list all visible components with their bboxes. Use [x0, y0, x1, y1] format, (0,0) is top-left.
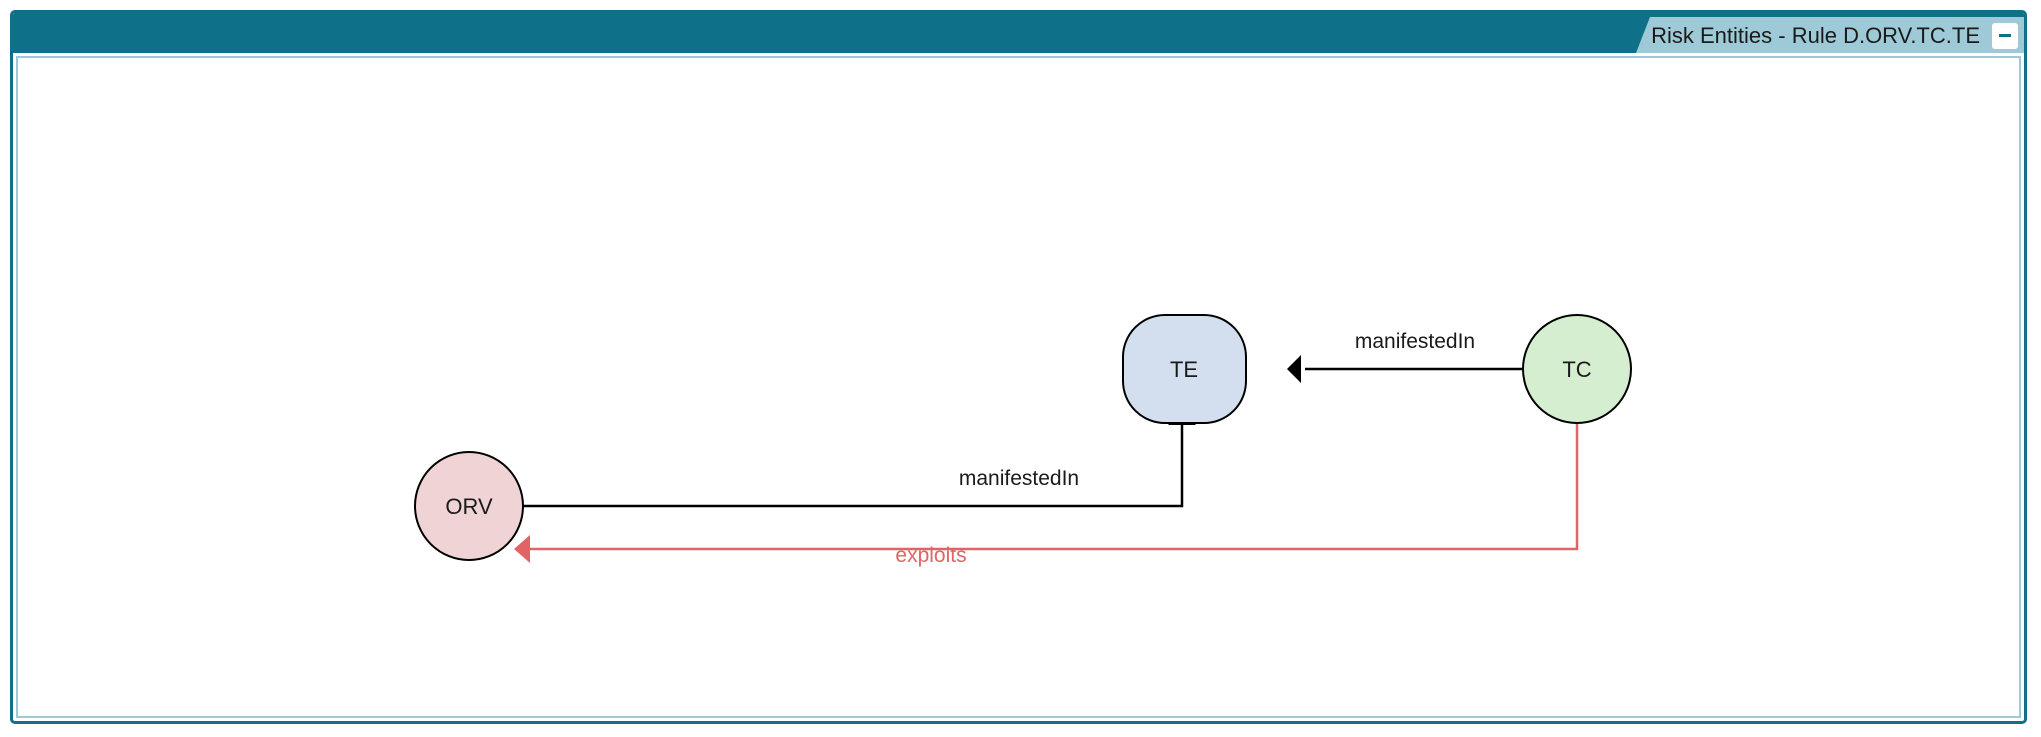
node-orv[interactable]: ORV — [414, 451, 524, 561]
minimize-button[interactable] — [1992, 23, 2018, 49]
node-te-label: TE — [1170, 357, 1198, 382]
node-te-shape — [1122, 314, 1247, 424]
minimize-icon — [1999, 34, 2011, 37]
node-te[interactable]: TE — [1122, 314, 1247, 424]
edge-tc-orv-label: exploits — [895, 544, 966, 567]
edge-tc-to-te[interactable]: manifestedIn — [1287, 330, 1523, 383]
panel-title: Risk Entities - Rule D.ORV.TC.TE — [1651, 23, 1980, 48]
edge-tc-orv-arrowhead — [514, 535, 530, 563]
node-tc-label: TC — [1562, 357, 1591, 382]
risk-entities-panel: Risk Entities - Rule D.ORV.TC.TE manifes… — [10, 10, 2027, 724]
edge-tc-te-label: manifestedIn — [1355, 330, 1475, 353]
edge-orv-te-label: manifestedIn — [959, 467, 1079, 490]
title-tab — [1636, 17, 2024, 53]
node-orv-shape — [414, 451, 524, 561]
diagram-canvas: manifestedIn manifestedIn exploits ORV — [16, 56, 2021, 718]
edge-tc-orv-line — [530, 411, 1579, 551]
edge-orv-to-te[interactable]: manifestedIn — [523, 411, 1196, 508]
edge-tc-to-orv[interactable]: exploits — [514, 411, 1579, 567]
node-orv-label: ORV — [445, 494, 493, 519]
edge-tc-te-arrowhead — [1287, 355, 1301, 383]
diagram-svg: manifestedIn manifestedIn exploits ORV — [414, 314, 1632, 567]
node-tc[interactable]: TC — [1522, 314, 1632, 424]
edge-orv-te-line — [523, 425, 1184, 508]
panel-header: Risk Entities - Rule D.ORV.TC.TE — [13, 13, 2024, 53]
node-tc-shape — [1522, 314, 1632, 424]
